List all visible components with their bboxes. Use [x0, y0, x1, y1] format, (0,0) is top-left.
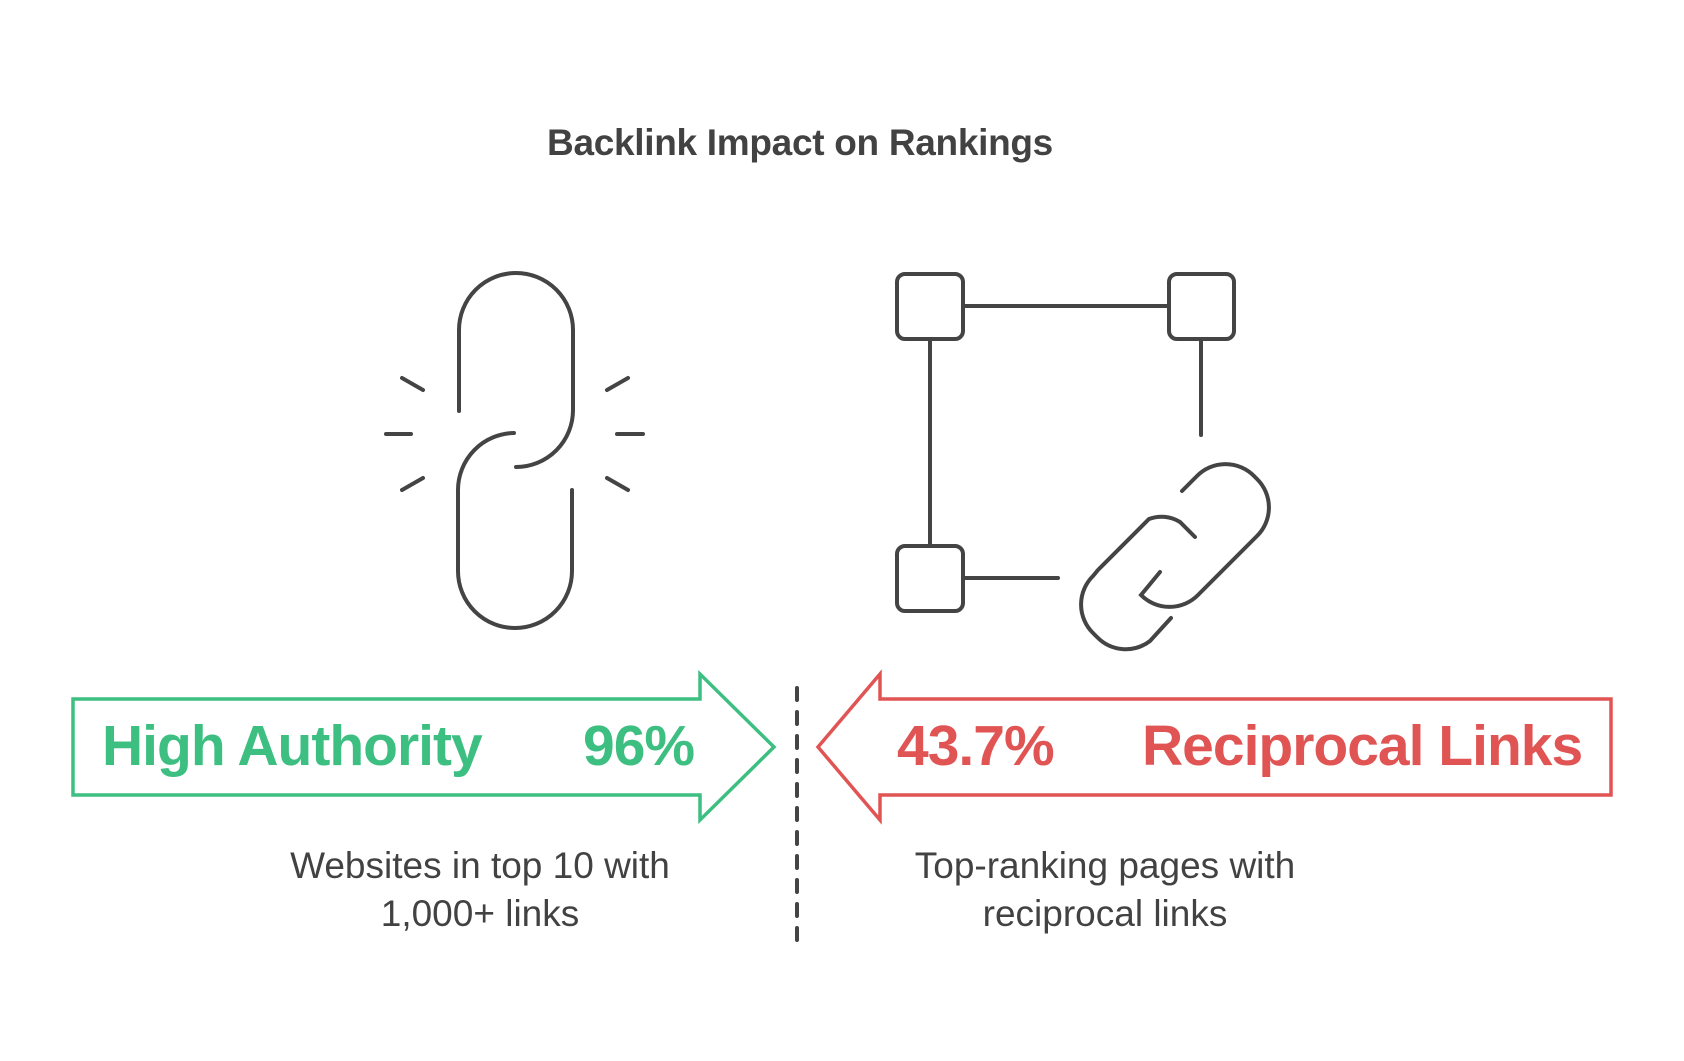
description-line-1: Top-ranking pages with — [914, 845, 1296, 886]
reciprocal-links-arrow — [815, 669, 1613, 825]
reciprocal-links-value: 43.7% — [897, 714, 1055, 778]
high-authority-value: 96% — [583, 714, 695, 778]
high-authority-description: Websites in top 10 with 1,000+ links — [240, 842, 720, 938]
network-nodes-with-link-icon — [895, 272, 1271, 652]
description-line-2: reciprocal links — [982, 893, 1228, 934]
description-line-1: Websites in top 10 with — [290, 845, 670, 886]
reciprocal-links-description: Top-ranking pages with reciprocal links — [865, 842, 1345, 938]
description-line-2: 1,000+ links — [380, 893, 580, 934]
high-authority-arrow — [71, 669, 777, 825]
high-authority-label: High Authority — [102, 714, 483, 778]
reciprocal-links-label: Reciprocal Links — [1142, 714, 1583, 778]
page-title: Backlink Impact on Rankings — [547, 122, 1053, 163]
broken-chain-link-icon — [384, 271, 645, 630]
